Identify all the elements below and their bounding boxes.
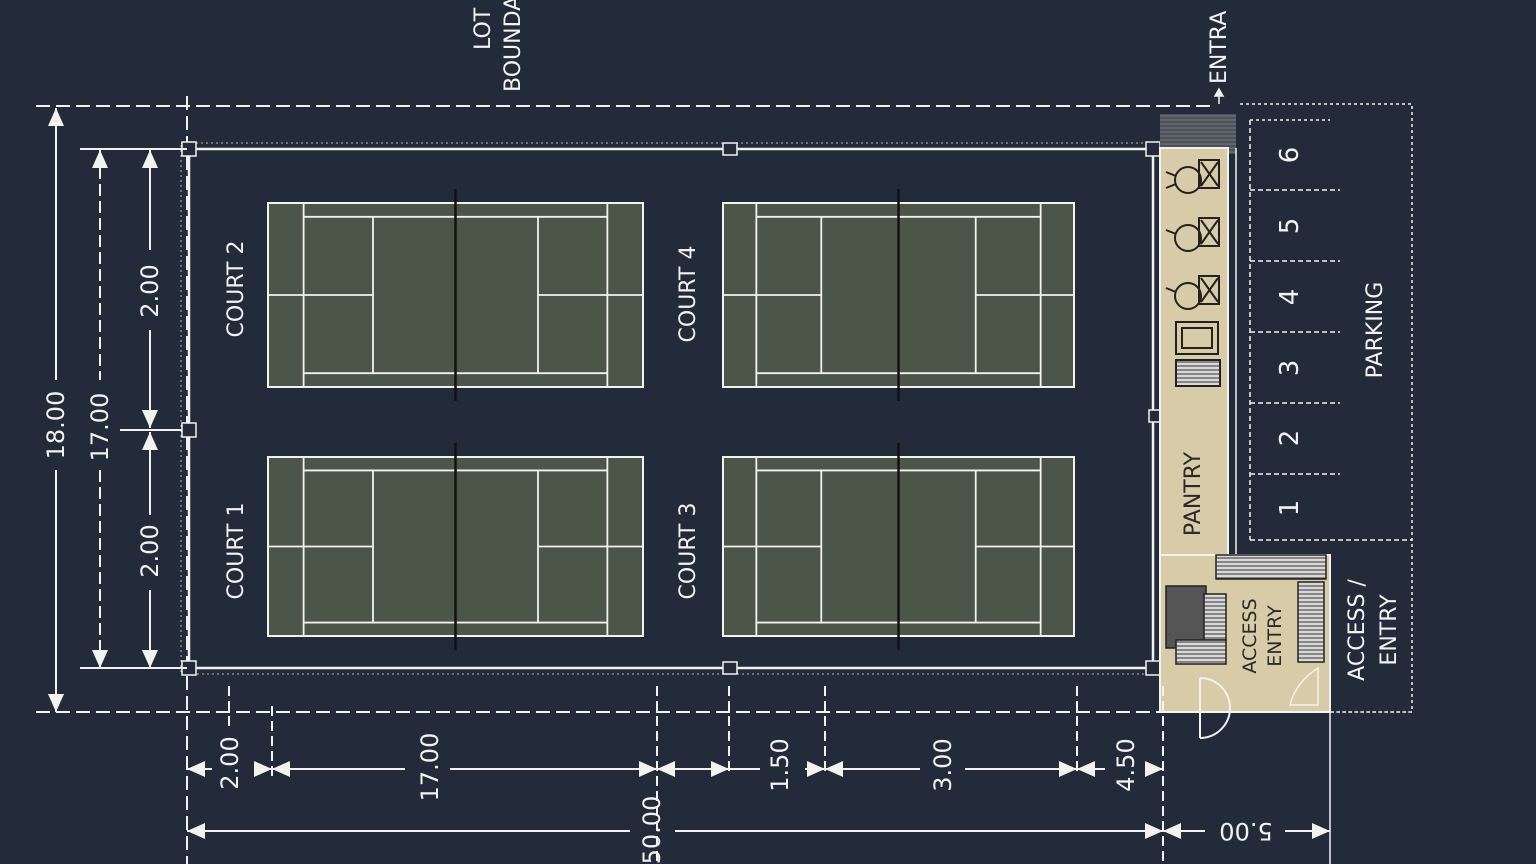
access-entry-outer-line1: ACCESS /: [1345, 579, 1370, 681]
door-swing-icon: [1199, 677, 1231, 739]
parking-space-4: 4: [1275, 289, 1305, 306]
dim-left-bottom-segment: 2.00: [136, 524, 164, 577]
access-entry-inner-line2: ENTRY: [1264, 605, 1286, 667]
pantry-furniture: [1165, 159, 1221, 387]
court-label-2: COURT 2: [224, 241, 249, 338]
sink-icon: [1175, 321, 1219, 355]
pantry-label: PANTRY: [1181, 451, 1206, 536]
parking-space-5: 5: [1275, 218, 1305, 235]
table-set-3-icon: [1165, 275, 1220, 310]
court-4: [722, 189, 1075, 401]
entrance-label: ENTRA: [1207, 11, 1232, 84]
dim-bottom-right: 5.00: [1219, 817, 1272, 845]
parking-numbers: 6 5 4 3 2 1: [1275, 147, 1305, 517]
parking-space-2: 2: [1275, 430, 1305, 447]
dim-left-outer: 18.00: [42, 391, 70, 460]
parking-boundary: [1240, 103, 1413, 713]
parking-label: PARKING: [1363, 282, 1388, 379]
entrance-arrow-icon: [1213, 87, 1225, 104]
table-set-2-icon: [1165, 217, 1220, 252]
dim-left-top-segment: 2.00: [136, 264, 164, 317]
entry-furniture: [1165, 554, 1327, 706]
access-entry-outer-line2: ENTRY: [1377, 594, 1402, 666]
parking-space-3: 3: [1275, 360, 1305, 377]
dim-bottom-seg2: 17.00: [416, 733, 444, 802]
access-entry-inner-line1: ACCESS: [1239, 598, 1261, 673]
court-3: [722, 443, 1075, 650]
dim-bottom-seg4: 3.00: [929, 738, 957, 791]
lot-boundary-label-line1: LOT: [471, 7, 496, 50]
parking-space-6: 6: [1275, 147, 1305, 164]
dim-bottom-seg5: 4.50: [1112, 738, 1140, 791]
court-label-4: COURT 4: [676, 246, 701, 343]
dim-bottom-total: 50.00: [638, 796, 666, 864]
dim-bottom-seg3: 1.50: [766, 738, 794, 791]
dim-left-inner: 17.00: [86, 393, 114, 462]
parking-space-1: 1: [1275, 500, 1305, 517]
parking-stalls: [1249, 120, 1412, 541]
courts-layer: [267, 189, 1075, 650]
counter-icon: [1175, 359, 1221, 387]
left-dimensions: [48, 108, 187, 712]
court-label-3: COURT 3: [676, 503, 701, 600]
court-labels: COURT 2 COURT 1 COURT 4 COURT 3: [224, 241, 701, 600]
table-set-1-icon: [1165, 159, 1220, 194]
court-2: [267, 189, 644, 401]
court-1: [267, 443, 644, 650]
bottom-dimensions: [187, 686, 1330, 864]
lot-boundary: [36, 96, 1215, 864]
lot-boundary-label-line2: BOUNDA: [501, 0, 526, 92]
dim-bottom-seg1: 2.00: [216, 736, 244, 789]
court-label-1: COURT 1: [224, 503, 249, 600]
